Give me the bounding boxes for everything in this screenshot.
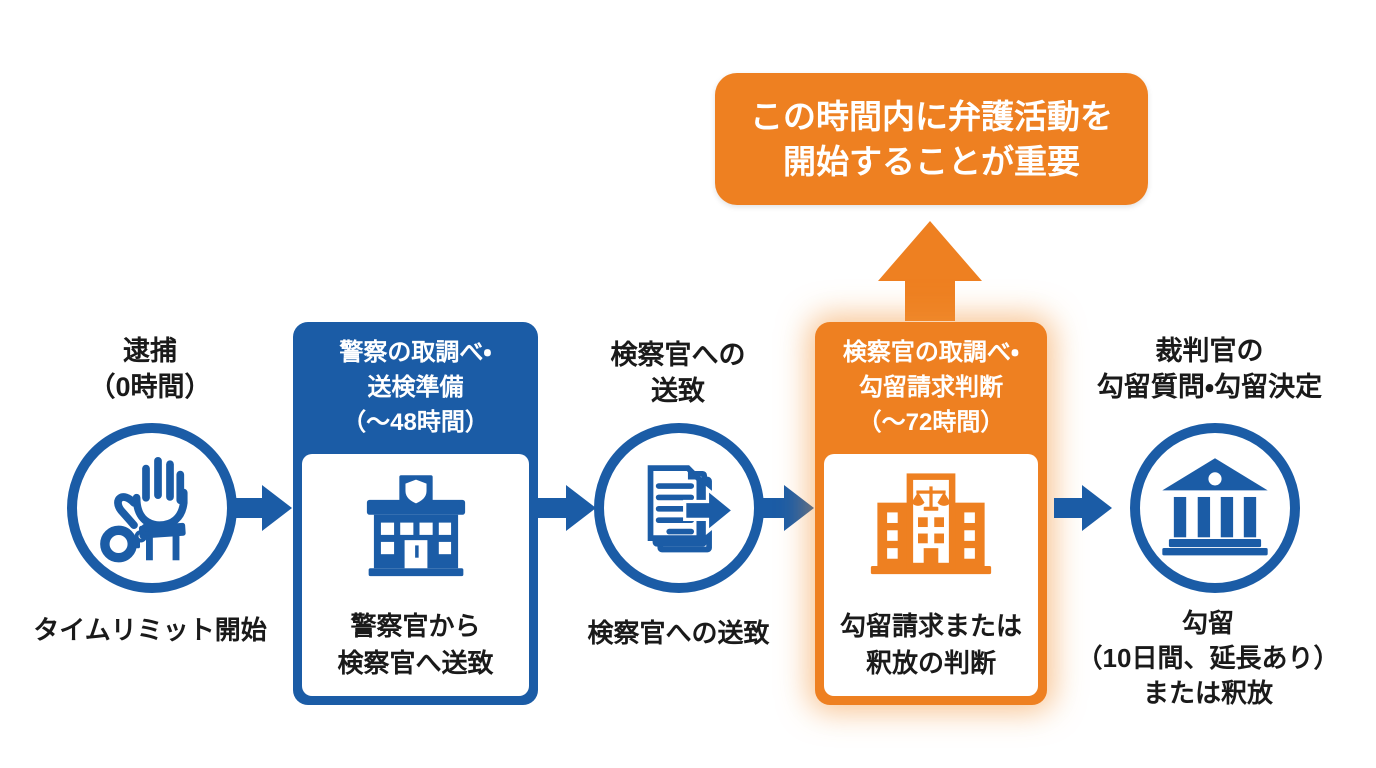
stage1-title: 逮捕 （0時間） (25, 333, 275, 405)
stage4-header-line1: 検察官の取調べ・ (842, 339, 1020, 366)
stage4-caption-line1: 勾留請求または (839, 611, 1022, 641)
callout-line-1: この時間内に弁護活動を (750, 98, 1113, 135)
stage5-caption-line2: （10日間、延長あり） (1076, 643, 1340, 673)
defense-callout-box: この時間内に弁護活動を 開始することが重要 (715, 73, 1148, 205)
stage3-title-line1: 検察官への (610, 340, 746, 370)
documents-transfer-icon (647, 465, 737, 553)
stage4-caption: 勾留請求または 釈放の判断 (840, 608, 1022, 682)
stage2-police-box: 警察の取調べ・ 送検準備 （〜48時間） (293, 322, 538, 705)
stage1-circle (67, 423, 237, 593)
stage2-caption: 警察官から 検察官へ送致 (337, 608, 493, 682)
stage5-title: 裁判官の 勾留質問・勾留決定 (1062, 333, 1357, 405)
up-arrow (878, 221, 982, 321)
stage5-caption: 勾留 （10日間、延長あり） または釈放 (1058, 606, 1358, 711)
stage1-title-line1: 逮捕 (123, 336, 177, 366)
stage2-caption-line1: 警察官から (350, 611, 481, 641)
arrow-right-icon (538, 485, 596, 531)
stage3-title: 検察官への 送致 (558, 337, 798, 409)
stage5-caption-line1: 勾留 (1181, 608, 1234, 638)
stage3-caption: 検察官への送致 (556, 616, 801, 651)
courthouse-icon (1162, 457, 1268, 555)
stage4-header-line2: 勾留請求判断 (859, 374, 1003, 401)
stage1-caption: タイムリミット開始 (15, 613, 285, 648)
arrow-right-icon (234, 485, 292, 531)
stage4-caption-line2: 釈放の判断 (865, 648, 996, 678)
arrow-right-icon (756, 485, 814, 531)
stage4-header-line3: （〜72時間） (857, 409, 1005, 436)
stage1-caption-line1: タイムリミット開始 (33, 615, 267, 645)
stage2-header-line2: 送検準備 (367, 374, 464, 401)
stage3-title-line2: 送致 (651, 376, 705, 406)
stage2-header-line3: （〜48時間） (342, 409, 489, 436)
stage5-circle (1130, 423, 1300, 593)
stage3-caption-line1: 検察官への送致 (587, 618, 770, 648)
stage4-panel: 勾留請求または 釈放の判断 (824, 454, 1038, 696)
stage3-circle (594, 423, 764, 593)
stage2-caption-line2: 検察官へ送致 (337, 648, 494, 678)
prosecutor-office-icon (870, 473, 992, 575)
handcuffed-hand-icon (100, 457, 188, 563)
stage5-title-line2: 勾留質問・勾留決定 (1096, 372, 1323, 402)
stage5-title-line1: 裁判官の (1155, 336, 1264, 366)
stage5-caption-line3: または釈放 (1142, 678, 1273, 708)
stage2-header: 警察の取調べ・ 送検準備 （〜48時間） (293, 322, 538, 454)
callout-line-2: 開始することが重要 (783, 143, 1080, 180)
stage4-header: 検察官の取調べ・ 勾留請求判断 （〜72時間） (815, 322, 1047, 454)
arrow-right-icon (1054, 485, 1112, 531)
police-station-icon (366, 475, 465, 577)
stage4-prosecutor-box: 検察官の取調べ・ 勾留請求判断 （〜72時間） (815, 322, 1047, 705)
stage2-header-line1: 警察の取調べ・ (339, 339, 492, 366)
stage1-title-line2: （0時間） (88, 372, 212, 402)
stage2-panel: 警察官から 検察官へ送致 (302, 454, 529, 696)
